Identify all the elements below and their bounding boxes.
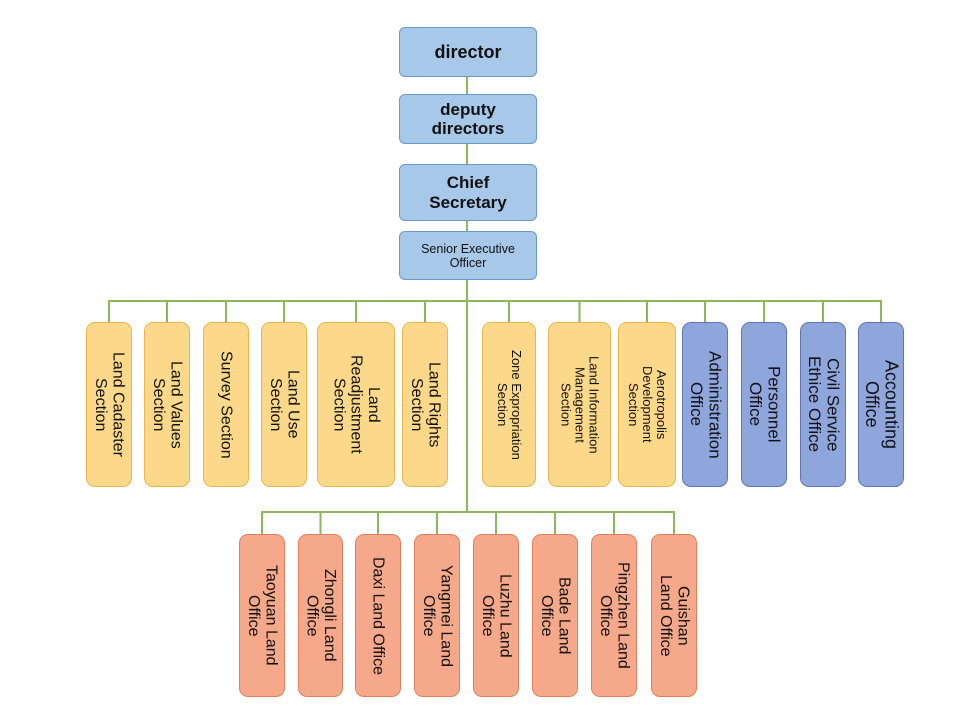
box-land-rights: Land Rights Section [402,322,448,487]
box-land-values-label: Land Values Section [150,360,185,449]
box-pingzhen-land-office: Pingzhen Land Office [591,534,637,697]
box-zone-expropriation: Zone Expropriation Section [482,322,536,487]
box-director: director [399,27,537,77]
box-civil-service: Civil Service Ethice Office [800,322,846,487]
box-daxi-land-office: Daxi Land Office [355,534,401,697]
box-zone-expropriation-label: Zone Expropriation Section [495,349,525,460]
box-land-cadaster-label: Land Cadaster Section [92,352,127,457]
box-guishan-land-office-label: Guishan Land Office [657,574,692,657]
box-land-rights-label: Land Rights Section [408,361,443,448]
box-land-readjustment-label: Land Readjustment Section [330,355,382,454]
box-land-information: Land Information Management Section [548,322,611,487]
box-seo: Senior Executive Officer [399,231,537,280]
box-aerotropolis-label: Aerotropolis Development Section [625,366,670,443]
box-civil-service-label: Civil Service Ethice Office [805,356,843,453]
box-luzhu-land-office-label: Luzhu Land Office [479,573,514,658]
box-accounting: Accounting Office [858,322,904,487]
box-personnel: Personnel Office [741,322,787,487]
box-land-cadaster: Land Cadaster Section [86,322,132,487]
box-administration-label: Administration Office [687,350,725,459]
box-land-values: Land Values Section [144,322,190,487]
box-land-readjustment: Land Readjustment Section [317,322,395,487]
box-chief: Chief Secretary [399,164,537,221]
box-bade-land-office: Bade Land Office [532,534,578,697]
box-bade-land-office-label: Bade Land Office [538,576,573,655]
box-deputy-label: deputy directors [431,99,505,138]
box-daxi-land-office-label: Daxi Land Office [369,556,387,675]
box-zhongli-land-office: Zhongli Land Office [298,534,343,697]
box-administration: Administration Office [682,322,728,487]
box-aerotropolis: Aerotropolis Development Section [618,322,676,487]
box-land-information-label: Land Information Management Section [558,355,602,454]
box-zhongli-land-office-label: Zhongli Land Office [303,569,338,662]
box-yangmei-land-office-label: Yangmei Land Office [420,564,455,667]
box-taoyuan-land-office-label: Taoyuan Land Office [245,565,280,666]
box-guishan-land-office: Guishan Land Office [651,534,697,697]
box-luzhu-land-office: Luzhu Land Office [473,534,519,697]
box-taoyuan-land-office: Taoyuan Land Office [239,534,285,697]
box-survey: Survey Section [203,322,249,487]
box-yangmei-land-office: Yangmei Land Office [414,534,460,697]
box-land-use-label: Land Use Section [267,370,302,439]
box-seo-label: Senior Executive Officer [421,241,515,270]
box-land-use: Land Use Section [261,322,307,487]
box-director-label: director [434,41,502,62]
box-survey-label: Survey Section [217,350,235,459]
box-chief-label: Chief Secretary [429,173,507,212]
box-pingzhen-land-office-label: Pingzhen Land Office [597,562,632,669]
box-deputy: deputy directors [399,94,537,144]
box-personnel-label: Personnel Office [746,366,784,443]
box-accounting-label: Accounting Office [862,359,902,450]
